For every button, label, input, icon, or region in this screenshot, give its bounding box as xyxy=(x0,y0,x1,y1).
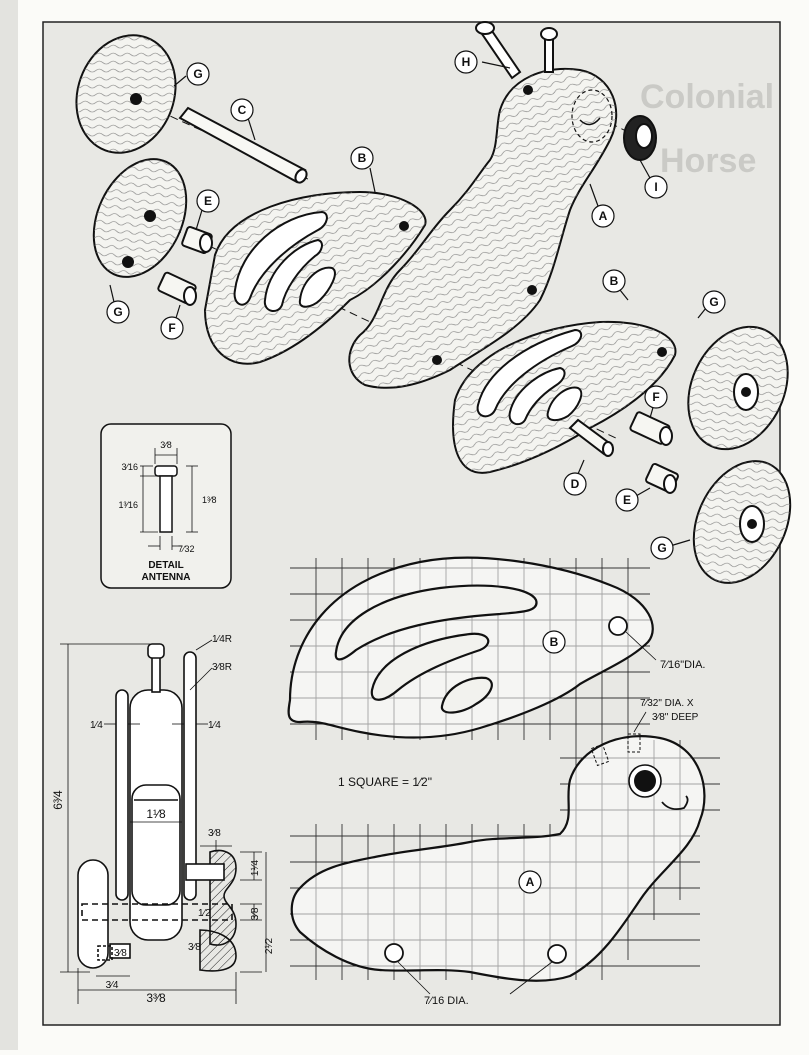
dim-three-eighths-d: 3⁄8 xyxy=(114,948,127,959)
dim-two-half: 2¹⁄2 xyxy=(264,938,275,955)
dim-center-width: 1¹⁄8 xyxy=(146,807,166,821)
wheel-top-left xyxy=(75,34,177,154)
label-c: C xyxy=(238,103,247,117)
slot-b-1 xyxy=(334,584,538,661)
label-g-2: G xyxy=(113,305,122,319)
label-i: I xyxy=(654,180,657,194)
body-a-outline xyxy=(290,735,706,982)
slot-b-3 xyxy=(440,676,493,714)
callouts xyxy=(106,50,726,560)
label-g-1: G xyxy=(193,67,202,81)
hole-b xyxy=(608,616,628,636)
a-hole-note: 7⁄16 DIA. xyxy=(424,995,469,1007)
axle-d xyxy=(568,418,614,457)
label-b-2: B xyxy=(610,274,619,288)
dim-half: 1⁄2 xyxy=(198,908,211,919)
dim-quarter-left: 1⁄4 xyxy=(90,720,103,731)
pattern-b: B 7⁄16"DIA. xyxy=(287,556,706,740)
spacer-f-left xyxy=(157,271,197,306)
side-plate-left xyxy=(115,689,129,901)
exploded-view: G C B E F G H A I B G F D E G xyxy=(75,21,792,584)
label-d: D xyxy=(571,477,580,491)
label-h: H xyxy=(462,55,471,69)
antenna-pins xyxy=(475,21,558,80)
pattern-label-b: B xyxy=(550,635,559,649)
detail-dim-top-left: 3⁄16 xyxy=(121,462,138,472)
dim-radius-small: 1⁄4R xyxy=(212,634,232,645)
detail-dim-bottom: 7⁄32 xyxy=(178,544,195,554)
dim-radius-large: 3⁄8R xyxy=(212,662,232,673)
callout-letters: G C B E F G H A I B G F D E G xyxy=(113,55,718,555)
smile xyxy=(661,795,689,811)
detail-title-2: ANTENNA xyxy=(142,572,191,583)
body-a xyxy=(348,68,618,389)
label-e-1: E xyxy=(204,194,212,208)
dim-one-quarter-v: 1¹⁄4 xyxy=(250,860,261,877)
side-b-right xyxy=(452,320,677,474)
pattern-a: A 7⁄16 DIA. 7⁄32" DIA. X 3⁄8" DEEP xyxy=(290,698,720,1007)
label-f-2: F xyxy=(652,390,659,404)
label-e-2: E xyxy=(623,493,631,507)
label-g-4: G xyxy=(657,541,666,555)
detail-dim-top: 3⁄8 xyxy=(160,440,172,450)
hole-a-right xyxy=(547,944,567,964)
axle-c xyxy=(178,106,308,184)
antenna-hole-note-2: 3⁄8" DEEP xyxy=(652,712,699,723)
scale-note: 1 SQUARE = 1⁄2" xyxy=(338,775,432,789)
side-b-left xyxy=(203,190,427,365)
eye-dowel-i xyxy=(623,115,657,161)
detail-dim-left: 1³⁄16 xyxy=(118,500,138,510)
binding-shadow xyxy=(0,0,18,1050)
spacer-e-right xyxy=(645,463,679,494)
background-word-2: Horse xyxy=(660,142,756,180)
wheel-mid-left xyxy=(92,158,188,278)
dim-three-eighths-b: 3⁄8 xyxy=(250,907,261,920)
side-plate-right xyxy=(183,651,197,901)
dim-quarter-right: 1⁄4 xyxy=(208,720,221,731)
pattern-label-a: A xyxy=(526,875,535,889)
hole-a-left xyxy=(384,943,404,963)
antenna-hole-note-1: 7⁄32" DIA. X xyxy=(640,698,694,709)
dim-total-width: 3³⁄8 xyxy=(146,991,166,1005)
detail-title-1: DETAIL xyxy=(148,560,183,571)
dim-three-quarter: 3⁄4 xyxy=(106,980,119,991)
label-a-1: A xyxy=(599,209,608,223)
detail-antenna: 3⁄8 3⁄16 1³⁄16 1³⁄8 7⁄32 DETAIL ANTENNA xyxy=(100,423,232,589)
side-elevation: 6³⁄4 1⁄4R 3⁄8R 1⁄4 1⁄4 1¹⁄8 3⁄8 1¹⁄4 1⁄2… xyxy=(51,634,275,1005)
wheel-right-upper xyxy=(687,325,789,451)
slot-b-2 xyxy=(370,632,490,701)
detail-dim-right: 1³⁄8 xyxy=(202,495,217,505)
spacer-e-left xyxy=(181,226,213,254)
spacer-f-right xyxy=(629,411,673,446)
dim-three-eighths-a: 3⁄8 xyxy=(208,828,221,839)
eye-dot xyxy=(634,770,656,792)
dim-three-eighths-c: 3⁄8 xyxy=(188,942,201,953)
label-b-1: B xyxy=(358,151,367,165)
background-word-1: Colonial xyxy=(640,78,774,116)
label-g-3: G xyxy=(709,295,718,309)
wheel-right-lower xyxy=(692,460,792,584)
label-f-1: F xyxy=(168,321,175,335)
b-hole-note: 7⁄16"DIA. xyxy=(660,659,706,671)
wheel-left-section xyxy=(77,859,109,969)
dim-height: 6³⁄4 xyxy=(51,790,65,810)
